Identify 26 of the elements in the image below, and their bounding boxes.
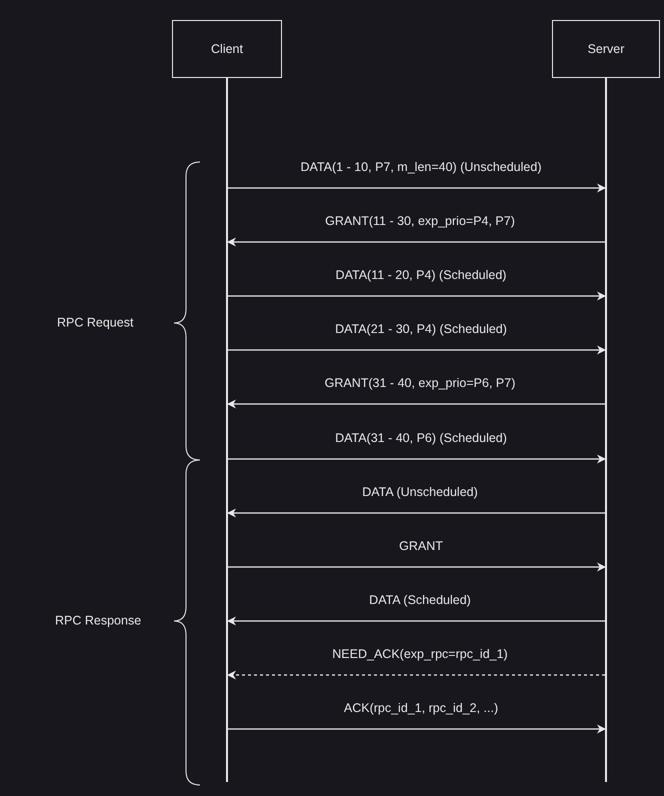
- group-label: RPC Request: [57, 316, 134, 330]
- message-arrow: [227, 400, 605, 408]
- edge-label: DATA (Scheduled): [369, 593, 471, 608]
- participant-box: Server: [552, 20, 660, 78]
- edge-label: DATA (Unscheduled): [362, 485, 478, 500]
- message-arrow: [228, 184, 606, 192]
- edge-label: DATA(11 - 20, P4) (Scheduled): [336, 268, 506, 283]
- message-arrow: [227, 508, 605, 518]
- edge-label: DATA(31 - 40, P6) (Scheduled): [335, 431, 507, 446]
- edge-label: NEED_ACK(exp_rpc=rpc_id_1): [332, 647, 508, 662]
- edge-label: ACK(rpc_id_1, rpc_id_2, ...): [344, 701, 498, 716]
- group-label: RPC Response: [55, 614, 142, 628]
- message-arrow: [228, 562, 606, 572]
- edge-label: DATA(21 - 30, P4) (Scheduled): [335, 322, 507, 337]
- message-arrow: [228, 346, 606, 354]
- edge-label: GRANT(11 - 30, exp_prio=P4, P7): [325, 214, 515, 229]
- message-arrow: [227, 238, 605, 246]
- message-arrow: [228, 724, 606, 734]
- edge-label: DATA(1 - 10, P7, m_len=40) (Unscheduled): [300, 160, 542, 175]
- edge-label: GRANT(31 - 40, exp_prio=P6, P7): [324, 376, 516, 391]
- message-arrow: [228, 454, 606, 464]
- message-arrow: [228, 292, 606, 300]
- message-arrow: [227, 670, 605, 680]
- message-arrow: [227, 616, 605, 626]
- edge-label: GRANT: [399, 539, 443, 554]
- participant-box: Client: [172, 20, 282, 78]
